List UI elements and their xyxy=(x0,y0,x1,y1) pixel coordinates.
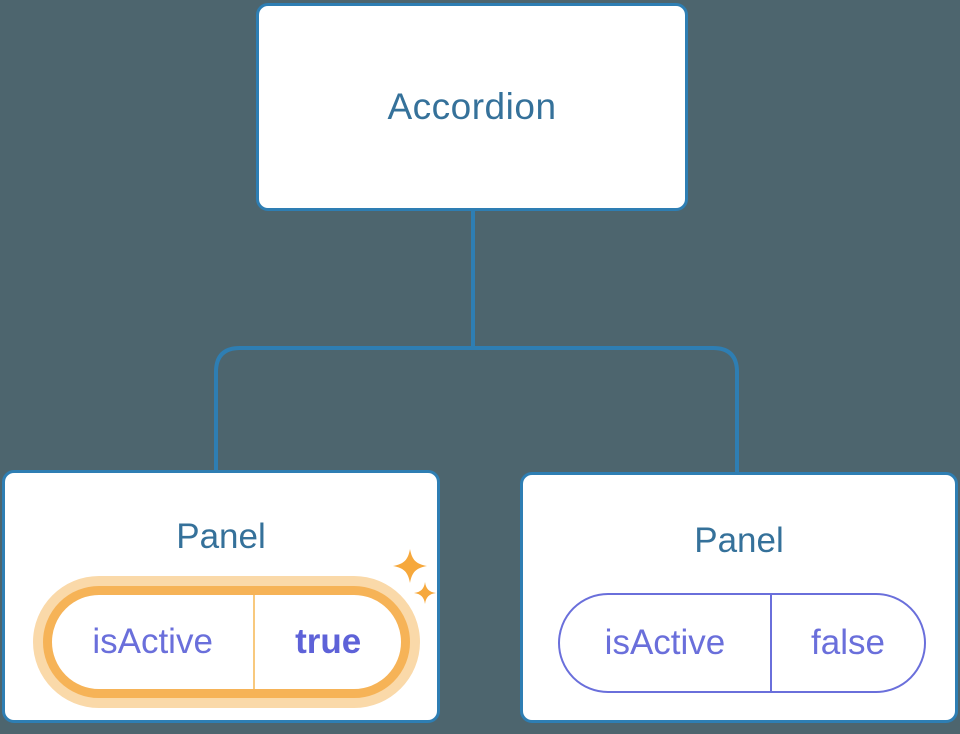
sparkle-small xyxy=(414,582,436,604)
pill-divider xyxy=(769,595,772,691)
state-pill-active: isActive true xyxy=(43,586,410,698)
panel-node-active: Panel isActive true xyxy=(2,470,440,723)
accordion-node-label: Accordion xyxy=(387,86,557,127)
panel-node-label: Panel xyxy=(694,521,784,560)
accordion-node: Accordion xyxy=(256,3,688,211)
sparkle-large xyxy=(393,549,427,583)
panel-node-label: Panel xyxy=(176,517,266,556)
panel-node-inactive: Panel isActive false xyxy=(520,472,958,723)
state-value: false xyxy=(811,623,885,662)
state-value: true xyxy=(295,622,362,661)
state-pill-inactive: isActive false xyxy=(558,593,926,693)
pill-divider xyxy=(253,595,256,689)
state-key: isActive xyxy=(604,623,726,662)
state-key: isActive xyxy=(92,622,213,661)
sparkles-icon xyxy=(393,549,436,604)
connector-branches xyxy=(214,346,739,476)
